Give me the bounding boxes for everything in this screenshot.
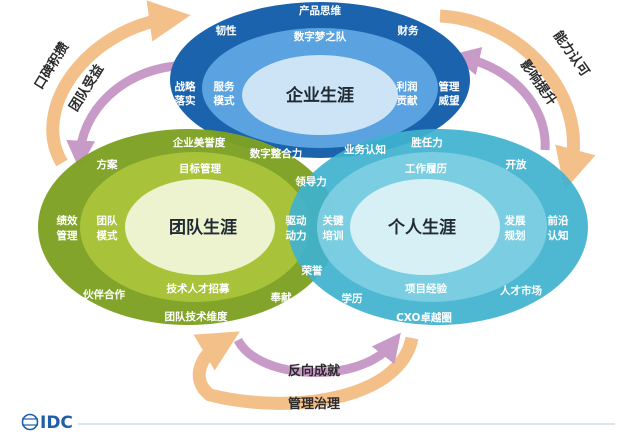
logo-text: IDC bbox=[40, 413, 73, 433]
label-motivation: 动力 bbox=[286, 229, 307, 242]
label-performance: 绩效 bbox=[57, 214, 78, 227]
label-digital-integration: 数字整合力 bbox=[249, 147, 303, 160]
arrow-top-left-orange bbox=[46, 0, 191, 167]
label-tech-talent: 技术人才招募 bbox=[167, 282, 230, 295]
enterprise-title: 企业生涯 bbox=[285, 85, 354, 106]
label-profit: 利润 bbox=[397, 80, 418, 93]
label-solution: 方案 bbox=[97, 158, 118, 171]
team-title: 团队生涯 bbox=[169, 217, 237, 238]
caption-management-governance: 管理治理 bbox=[288, 396, 340, 412]
label-team-management: 管理 bbox=[57, 229, 78, 242]
label-model: 模式 bbox=[214, 94, 235, 107]
label-talent-market: 人才市场 bbox=[500, 284, 542, 297]
team-circle bbox=[38, 129, 338, 325]
label-development: 发展 bbox=[504, 214, 526, 227]
enterprise-circle bbox=[170, 2, 470, 158]
label-management: 管理 bbox=[439, 80, 460, 93]
label-business-cognition: 业务认知 bbox=[344, 143, 386, 156]
label-strategy: 战略 bbox=[175, 80, 196, 93]
label-partner: 伙伴合作 bbox=[83, 288, 125, 301]
label-tech-dimension: 团队技术维度 bbox=[165, 310, 228, 323]
arrows-group bbox=[46, 0, 596, 410]
label-implementation: 落实 bbox=[175, 94, 196, 107]
arrow-bottom-purple bbox=[233, 332, 401, 377]
caption-ability-recognition: 能力认可 bbox=[550, 28, 593, 80]
label-work-history: 工作履历 bbox=[405, 162, 447, 175]
label-goal-management: 目标管理 bbox=[179, 162, 221, 175]
arrow-bottom-orange bbox=[192, 331, 419, 410]
label-contribution: 贡献 bbox=[397, 94, 418, 107]
label-team: 团队 bbox=[97, 214, 118, 227]
label-cxo-circle: CXO卓越圈 bbox=[396, 311, 452, 324]
label-key: 关键 bbox=[323, 214, 344, 227]
label-drive: 驱动 bbox=[286, 214, 307, 227]
persInner-ring bbox=[350, 179, 500, 275]
arrow-top-left-purple bbox=[66, 61, 176, 170]
label-team-model: 模式 bbox=[97, 229, 118, 242]
label-reputation: 企业美誉度 bbox=[172, 136, 226, 149]
logo-globe-icon bbox=[21, 413, 39, 431]
label-digital-dream-team: 数字梦之队 bbox=[293, 30, 347, 43]
label-prestige: 威望 bbox=[439, 94, 460, 107]
label-open: 开放 bbox=[506, 158, 527, 171]
arrow-top-right-purple bbox=[450, 47, 550, 151]
label-training: 培训 bbox=[323, 229, 344, 242]
label-product-thinking: 产品思维 bbox=[299, 4, 341, 17]
label-frontier: 前沿 bbox=[548, 214, 569, 227]
caption-reverse-achievement: 反向成就 bbox=[288, 363, 340, 379]
label-finance: 财务 bbox=[397, 24, 419, 37]
entInner-ring bbox=[242, 55, 398, 135]
label-honor: 荣誉 bbox=[301, 264, 323, 277]
label-competency: 胜任力 bbox=[410, 136, 443, 149]
label-dedication: 奉献 bbox=[270, 291, 292, 304]
personal-circle bbox=[288, 129, 588, 325]
personal-title: 个人生涯 bbox=[387, 217, 456, 238]
label-project-experience: 项目经验 bbox=[405, 282, 447, 295]
label-education: 学历 bbox=[342, 292, 363, 305]
teamInner-ring bbox=[125, 179, 275, 275]
label-cognition: 认知 bbox=[548, 229, 569, 242]
label-service: 服务 bbox=[214, 80, 235, 93]
idc-logo: IDC bbox=[21, 413, 73, 433]
label-resilience: 韧性 bbox=[216, 24, 237, 37]
label-planning: 规划 bbox=[505, 229, 526, 242]
label-leadership: 领导力 bbox=[295, 175, 327, 188]
arrow-top-right-orange bbox=[439, 9, 596, 191]
